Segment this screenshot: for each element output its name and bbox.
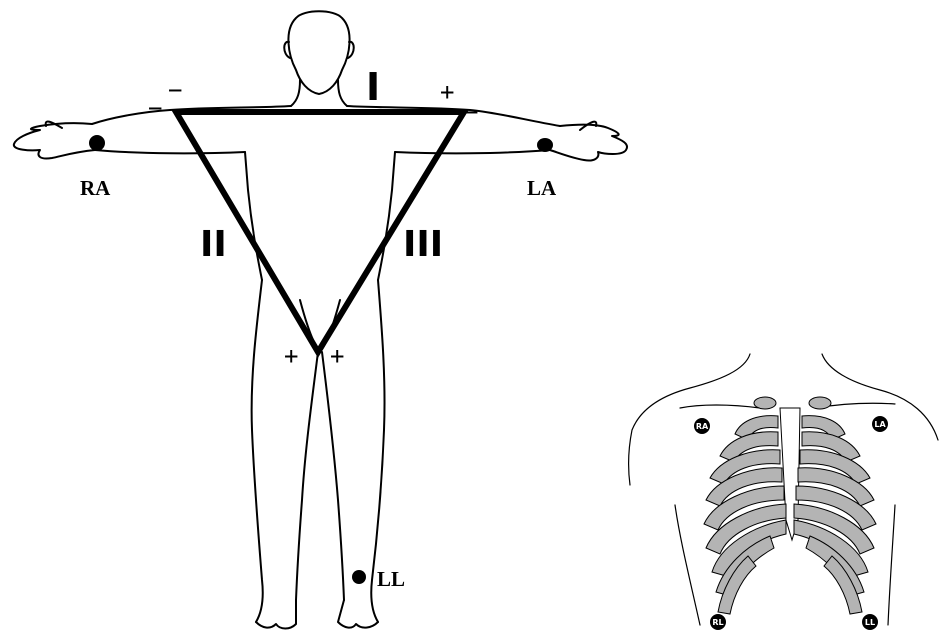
arm-right-under (395, 150, 550, 153)
electrode-la (537, 138, 553, 152)
label-ra: RA (80, 176, 111, 200)
leg-left-outer (252, 280, 263, 622)
hand-left (14, 123, 95, 158)
leg-left-inner (296, 352, 318, 600)
chest-arm-right (888, 505, 895, 625)
chest-electrode-la-group: LA (872, 416, 888, 432)
ribs-right (794, 416, 876, 614)
neck-left (291, 80, 300, 106)
plus-sign-ll-right: + (330, 342, 344, 370)
plus-sign-la: + (440, 78, 454, 106)
label-ll: LL (377, 567, 405, 591)
lead-one-label: I (366, 65, 380, 109)
chest-electrode-rl-label: RL (712, 618, 723, 627)
chest-inset: RA LA RL LL (629, 354, 938, 630)
minus-sign-ra-lower: − (148, 94, 162, 122)
leg-right-inner (322, 352, 344, 600)
minus-sign-la: − (464, 98, 478, 126)
lead-two-label: II (200, 224, 227, 265)
electrode-ll (352, 570, 366, 584)
chest-arm-left (675, 505, 700, 625)
arm-left-under (95, 150, 245, 153)
body-outline (14, 11, 627, 628)
chest-electrode-ra-group: RA (694, 418, 710, 434)
limb-electrodes (89, 135, 553, 584)
neck-right (338, 80, 347, 106)
lead-three-label: III (403, 224, 443, 265)
clavicle-left (680, 405, 760, 408)
electrode-ra (89, 135, 105, 151)
plus-sign-ll-left: + (284, 342, 298, 370)
torso-right (378, 152, 395, 280)
chest-electrode-la-label: LA (874, 420, 886, 429)
chest-electrode-rl-group: RL (710, 614, 726, 630)
clavicle-head-right (809, 397, 831, 409)
chest-electrode-ll-label: LL (865, 618, 875, 627)
clavicle-head-left (754, 397, 776, 409)
label-la: LA (527, 176, 557, 200)
hand-right (550, 125, 627, 161)
torso-left (245, 152, 262, 280)
chest-electrode-ra-label: RA (696, 422, 709, 431)
head (288, 11, 349, 94)
minus-sign-ra-top: − (168, 76, 182, 104)
chest-electrode-ll-group: LL (862, 614, 878, 630)
ribs-left (704, 416, 786, 614)
